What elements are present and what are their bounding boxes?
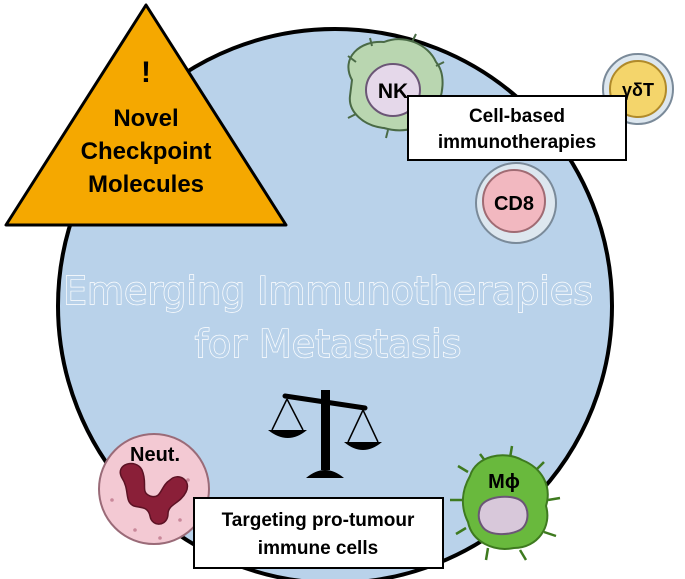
warning-exclamation: ! (141, 56, 151, 89)
scale-left-string-b (286, 398, 304, 431)
macrophage-spikes (450, 445, 561, 561)
title-line-2: for Metastasis (195, 322, 462, 366)
neutrophil-label: Neut. (130, 444, 180, 466)
scale-right-pan (344, 442, 382, 450)
cell-based-box-frame (407, 95, 627, 161)
scale-right-string-b (362, 409, 379, 443)
macrophage-label: Mϕ (488, 471, 520, 493)
nk-cell-nucleus (365, 63, 421, 117)
cd8-label: CD8 (494, 193, 534, 215)
targeting-box-frame (193, 497, 444, 569)
cd8-cell: CD8 (475, 162, 557, 244)
neutrophil-granule (110, 498, 114, 502)
targeting-line-1: Targeting pro-tumour (222, 510, 415, 531)
warning-triangle: ! Novel Checkpoint Molecules (4, 3, 288, 227)
scale-right-string-a (347, 409, 364, 443)
scale-left-pan (268, 430, 307, 438)
gd-t-label: γδT (622, 80, 654, 100)
cell-based-box: Cell-based immunotherapies (407, 95, 627, 161)
neutrophil-cell: Neut. (98, 433, 210, 545)
nk-label: NK (378, 80, 408, 103)
cell-based-line-2: immunotherapies (438, 132, 596, 153)
warning-triangle-shape (4, 3, 288, 227)
macrophage-cell: Mϕ (450, 445, 561, 561)
targeting-line-2: immune cells (258, 538, 378, 559)
neutrophil-membrane (98, 433, 210, 545)
scale-base (306, 470, 344, 478)
neutrophil-nucleus (119, 462, 189, 525)
scale-post (321, 390, 330, 470)
neutrophil-granule (178, 518, 182, 522)
warning-line-3: Molecules (88, 171, 204, 198)
neutrophil-granule (186, 478, 190, 482)
warning-line-1: Novel (113, 105, 178, 132)
scale-left-string-a (271, 398, 288, 431)
neutrophil-granule (158, 536, 162, 540)
cell-based-line-1: Cell-based (469, 106, 565, 127)
warning-line-2: Checkpoint (81, 138, 212, 165)
neutrophil-granule (133, 528, 137, 532)
cd8-cell-inner (482, 169, 546, 233)
balance-scale-icon (268, 390, 382, 478)
targeting-box: Targeting pro-tumour immune cells (193, 497, 444, 569)
title-line-1: Emerging Immunotherapies (63, 269, 593, 313)
macrophage-nucleus (477, 495, 529, 536)
